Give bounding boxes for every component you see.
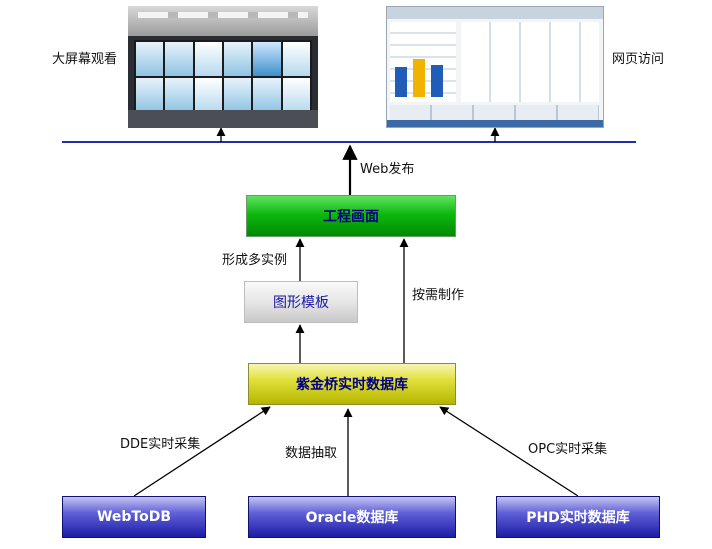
web-page-screenshot — [386, 6, 604, 128]
video-wall-photo — [128, 6, 318, 128]
graphic-template-box: 图形模板 — [244, 281, 358, 323]
label-on-demand: 按需制作 — [412, 288, 465, 303]
webtodb-box: WebToDB — [62, 496, 206, 538]
realtime-database-box: 紫金桥实时数据库 — [248, 363, 456, 405]
arrow-phd-to-db — [439, 406, 579, 497]
project-screen-box: 工程画面 — [246, 195, 456, 237]
label-extract: 数据抽取 — [285, 446, 338, 461]
phd-database-box: PHD实时数据库 — [496, 496, 660, 538]
label-web-publish: Web发布 — [360, 162, 415, 177]
caption-web-access: 网页访问 — [612, 52, 665, 67]
label-dde: DDE实时采集 — [120, 437, 201, 452]
oracle-database-box: Oracle数据库 — [248, 496, 456, 538]
label-multi-instance: 形成多实例 — [222, 253, 288, 268]
arrow-webtodb-to-db — [133, 406, 271, 497]
caption-big-screen: 大屏幕观看 — [52, 52, 118, 67]
label-opc: OPC实时采集 — [528, 442, 608, 457]
